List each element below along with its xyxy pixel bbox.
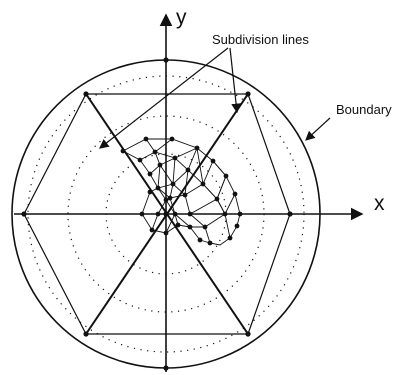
node <box>172 155 178 161</box>
subdivision-arrow-left <box>99 47 229 149</box>
node <box>222 211 228 217</box>
node <box>210 158 216 164</box>
node <box>175 222 181 228</box>
node <box>163 211 169 217</box>
node <box>170 181 176 187</box>
node <box>207 240 213 246</box>
node <box>139 211 145 217</box>
node <box>147 171 153 177</box>
node <box>185 167 191 173</box>
node <box>137 157 143 163</box>
node <box>194 145 200 151</box>
node <box>232 191 238 197</box>
mesh-row-7 <box>189 226 211 244</box>
node <box>157 162 163 168</box>
mesh-row-5 <box>169 193 236 215</box>
mesh-row-1 <box>122 138 173 161</box>
mesh-nodes <box>120 136 243 246</box>
mesh-cross-7 <box>212 160 227 200</box>
node <box>163 365 169 371</box>
node <box>169 136 175 142</box>
boundary-label: Boundary <box>336 102 392 117</box>
node <box>143 136 149 142</box>
mesh-cross-2 <box>154 151 186 196</box>
node <box>245 331 251 337</box>
mesh-lower-3 <box>142 199 167 215</box>
mesh-row-4 <box>157 175 227 200</box>
boundary-arrow <box>305 117 331 141</box>
node <box>223 173 229 179</box>
node <box>287 211 293 217</box>
node <box>234 223 240 229</box>
mesh-row-2 <box>139 147 198 175</box>
node <box>202 224 208 230</box>
node <box>163 57 169 63</box>
node <box>152 149 158 155</box>
node <box>182 192 188 198</box>
node <box>21 211 27 217</box>
node <box>163 230 169 236</box>
mesh-cross-1 <box>145 138 161 189</box>
node <box>187 224 193 230</box>
y-axis-label: y <box>176 6 187 29</box>
node <box>163 197 169 203</box>
node <box>147 189 153 195</box>
node <box>227 235 233 241</box>
node <box>245 91 251 97</box>
node <box>149 227 155 233</box>
node <box>172 211 178 217</box>
mesh-row-3 <box>149 160 214 189</box>
fine-mesh <box>122 138 241 246</box>
node <box>155 211 161 217</box>
node <box>237 211 243 217</box>
node <box>214 196 220 202</box>
vertex-nodes <box>21 57 293 371</box>
node <box>197 237 203 243</box>
mesh-cross-6 <box>202 183 240 215</box>
node <box>155 185 161 191</box>
x-axis-label: x <box>374 192 385 215</box>
node <box>83 331 89 337</box>
node <box>167 195 173 201</box>
node <box>83 91 89 97</box>
node <box>200 181 206 187</box>
subdivision-arrow-right <box>229 47 241 114</box>
subdivision-lines-label: Subdivision lines <box>212 32 309 47</box>
annotation-arrows <box>99 47 331 149</box>
node <box>187 211 193 217</box>
mesh-cross-5 <box>184 169 206 228</box>
node <box>120 148 126 154</box>
